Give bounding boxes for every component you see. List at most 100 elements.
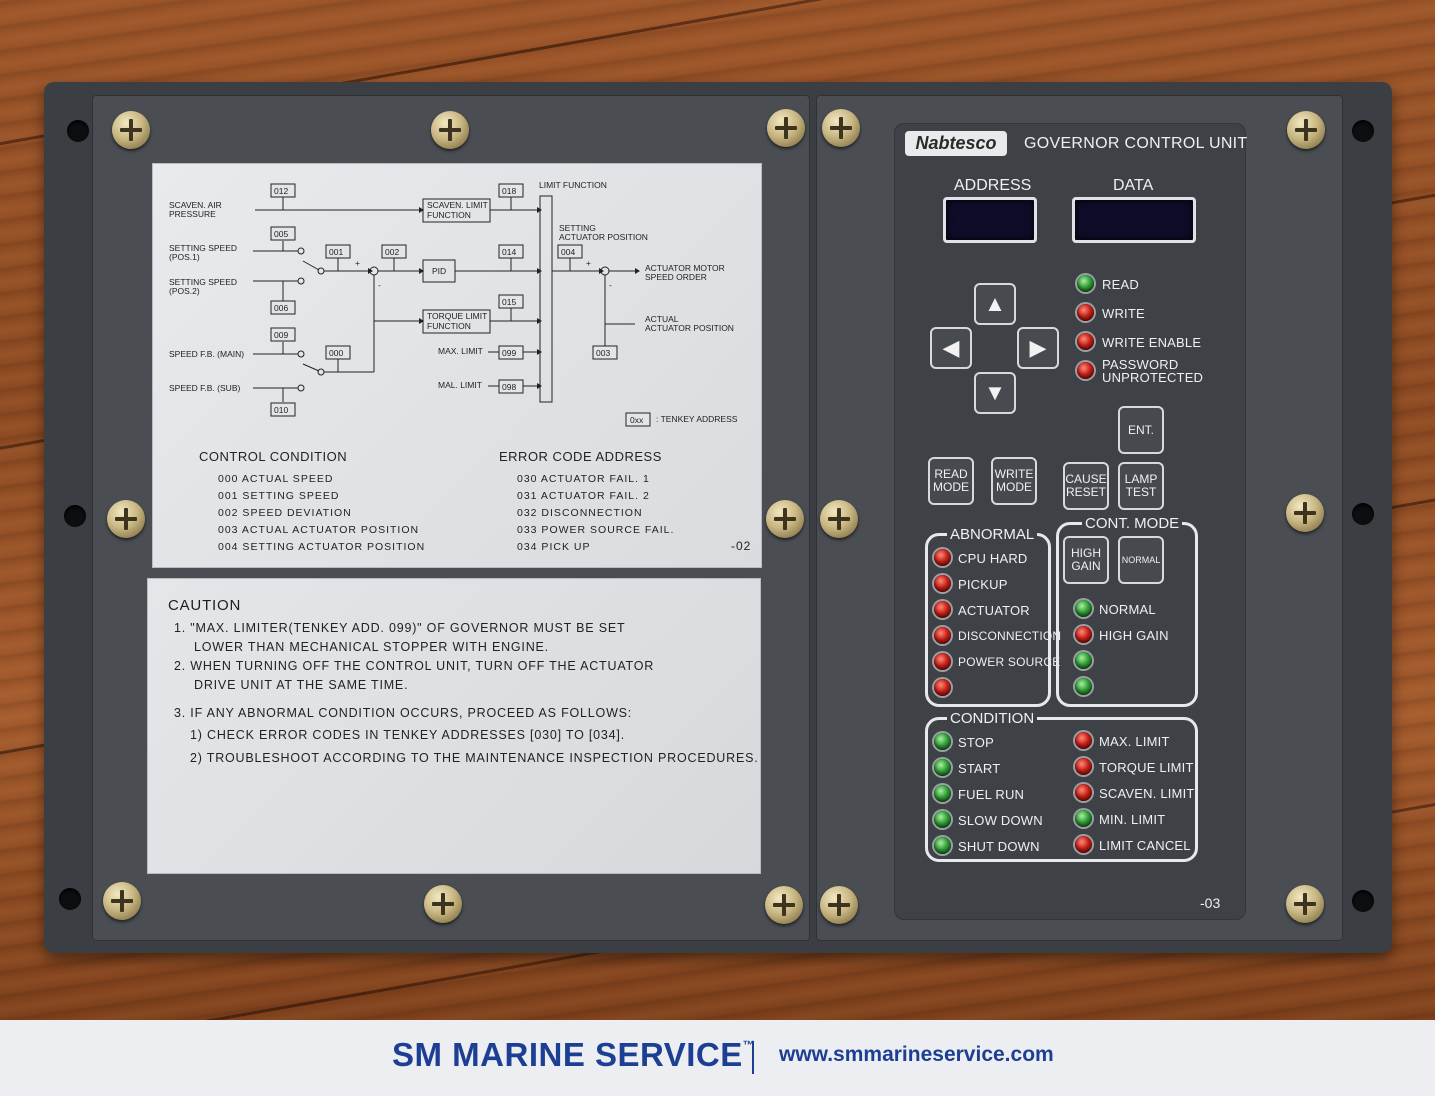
normal-key[interactable]: NORMAL	[1118, 536, 1164, 584]
write-indicator-label: WRITE	[1102, 306, 1145, 321]
setting-actuator-position-label: ACTUATOR POSITION	[559, 232, 648, 242]
read-led	[1077, 275, 1094, 292]
caution-line: 1) CHECK ERROR CODES IN TENKEY ADDRESSES…	[190, 728, 625, 742]
setting-speed-1-label: SETTING SPEED	[169, 243, 237, 253]
scaven-air-label: SCAVEN. AIR	[169, 200, 222, 210]
box-012: 012	[274, 186, 288, 196]
max-limit-label: MAX. LIMIT	[438, 346, 483, 356]
setting-speed-2-label: (POS.2)	[169, 286, 200, 296]
stop-label: STOP	[958, 735, 994, 750]
fuel-run-label: FUEL RUN	[958, 787, 1025, 802]
disconnection-label: DISCONNECTION	[958, 629, 1062, 643]
data-display	[1072, 197, 1196, 243]
shut-down-label: SHUT DOWN	[958, 839, 1040, 854]
control-condition-item: 003 ACTUAL ACTUATOR POSITION	[218, 524, 420, 536]
lamp-test-key-label: TEST	[1125, 485, 1157, 499]
cause-reset-key[interactable]: CAUSE RESET	[1063, 462, 1109, 510]
box-002: 002	[385, 247, 399, 257]
write-mode-key-label: WRITE	[994, 467, 1034, 481]
torque-limit-label: TORQUE LIMIT	[1099, 760, 1194, 775]
screw-icon	[424, 885, 462, 923]
screw-icon	[766, 500, 804, 538]
lamp-test-key[interactable]: LAMP TEST	[1118, 462, 1164, 510]
screw-icon	[820, 500, 858, 538]
max-limit-label: MAX. LIMIT	[1099, 734, 1170, 749]
error-code-title: ERROR CODE ADDRESS	[499, 449, 662, 464]
high-gain-mode-led	[1075, 626, 1092, 643]
box-009: 009	[274, 330, 288, 340]
normal-mode-led	[1075, 600, 1092, 617]
control-condition-item: 002 SPEED DEVIATION	[218, 507, 352, 519]
enter-key[interactable]: ENT.	[1118, 406, 1164, 454]
power-source-label: POWER SOURCE	[958, 655, 1061, 669]
website-link[interactable]: www.smmarineservice.com	[779, 1043, 1054, 1066]
screw-icon	[431, 111, 469, 149]
setting-actuator-position-label: SETTING	[559, 223, 596, 233]
box-003: 003	[596, 348, 610, 358]
address-label: ADDRESS	[954, 177, 1032, 194]
mounting-hole	[64, 505, 86, 527]
mounting-hole	[59, 888, 81, 910]
error-code-item: 032 DISCONNECTION	[517, 507, 643, 519]
speed-fb-main-label: SPEED F.B. (MAIN)	[169, 349, 244, 359]
summing-plus-sign: +	[355, 258, 360, 268]
screw-icon	[765, 886, 803, 924]
tenkey-legend-note: : TENKEY ADDRESS	[656, 414, 738, 424]
right-arrow-button[interactable]: ▶	[1017, 327, 1059, 369]
pickup-led	[934, 575, 951, 592]
shut-down-led	[934, 837, 951, 854]
caution-line: 2) TROUBLESHOOT ACCORDING TO THE MAINTEN…	[190, 751, 759, 765]
write-mode-key-label: MODE	[996, 480, 1032, 494]
spare-mode-led	[1075, 652, 1092, 669]
mounting-hole	[67, 120, 89, 142]
down-arrow-button[interactable]: ▼	[974, 372, 1016, 414]
footer-banner	[0, 1020, 1435, 1096]
max-limit-led	[1075, 732, 1092, 749]
box-010: 010	[274, 405, 288, 415]
read-mode-key-label: MODE	[933, 480, 969, 494]
control-condition-item: 001 SETTING SPEED	[218, 490, 340, 502]
cause-reset-key-label: CAUSE	[1065, 472, 1107, 486]
high-gain-key[interactable]: HIGH GAIN	[1063, 536, 1109, 584]
actuator-led	[934, 601, 951, 618]
limit-cancel-label: LIMIT CANCEL	[1099, 838, 1191, 853]
box-001: 001	[329, 247, 343, 257]
box-004: 004	[561, 247, 575, 257]
box-006: 006	[274, 303, 288, 313]
screw-icon	[112, 111, 150, 149]
screw-icon	[1286, 494, 1324, 532]
brand-name: SM MARINE SERVICE™	[392, 1036, 755, 1074]
caution-line: 3. IF ANY ABNORMAL CONDITION OCCURS, PRO…	[174, 706, 633, 720]
slow-down-label: SLOW DOWN	[958, 813, 1043, 828]
high-gain-key-label: GAIN	[1071, 559, 1101, 573]
password-unprotected-led	[1077, 362, 1094, 379]
up-arrow-button[interactable]: ▲	[974, 283, 1016, 325]
box-015: 015	[502, 297, 516, 307]
block-diagram: 012 005 001 002 006 009 000 010 018 014 …	[169, 180, 738, 427]
box-014: 014	[502, 247, 516, 257]
power-source-led	[934, 653, 951, 670]
left-arrow-button[interactable]: ◀	[930, 327, 972, 369]
setting-speed-1-label: (POS.1)	[169, 252, 200, 262]
read-mode-key[interactable]: READ MODE	[928, 457, 974, 505]
diagram-plate-suffix: -02	[731, 539, 752, 553]
start-led	[934, 759, 951, 776]
control-condition-title: CONTROL CONDITION	[199, 449, 348, 464]
min-limit-led	[1075, 810, 1092, 827]
password-unprotected-indicator-label: PASSWORD UNPROTECTED	[1102, 357, 1204, 385]
high-gain-key-label: HIGH	[1071, 546, 1101, 560]
torque-limit-function: FUNCTION	[427, 321, 471, 331]
box-099: 099	[502, 348, 516, 358]
write-mode-key[interactable]: WRITE MODE	[991, 457, 1037, 505]
box-000: 000	[329, 348, 343, 358]
enter-key-label: ENT.	[1127, 422, 1154, 437]
condition-group	[925, 717, 1198, 862]
speed-fb-sub-label: SPEED F.B. (SUB)	[169, 383, 240, 393]
screw-icon	[822, 109, 860, 147]
abnormal-group-title: ABNORMAL	[947, 526, 1038, 543]
slow-down-led	[934, 811, 951, 828]
footer-divider	[752, 1041, 754, 1074]
spare-mode-led	[1075, 678, 1092, 695]
caution-label: CAUTION 1. "MAX. LIMITER(TENKEY ADD. 099…	[147, 578, 761, 874]
scaven-air-label: PRESSURE	[169, 209, 216, 219]
